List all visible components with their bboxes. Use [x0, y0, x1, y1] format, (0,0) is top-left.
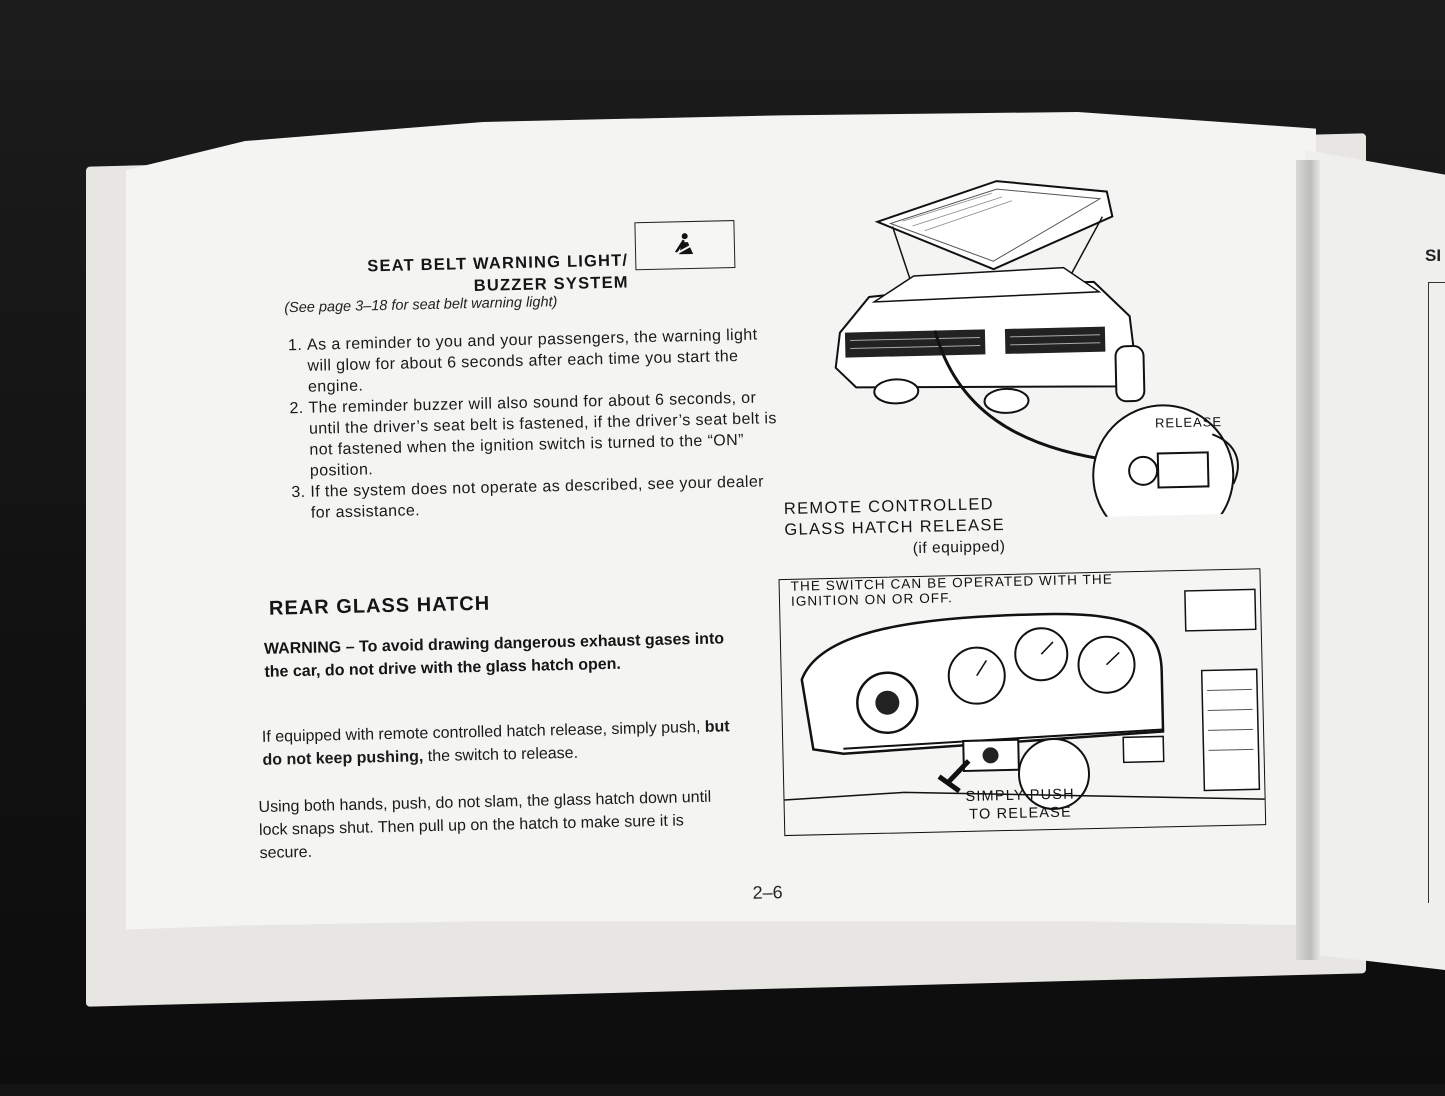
caption-line2: GLASS HATCH RELEASE	[784, 515, 1006, 539]
seat-belt-icon	[674, 233, 695, 256]
right-page-heading-fragment: SI	[1425, 246, 1442, 265]
seat-belt-icon-box	[634, 220, 736, 271]
seat-belt-section-title: SEAT BELT WARNING LIGHT/ BUZZER SYSTEM	[288, 249, 629, 301]
closing-paragraph: Using both hands, push, do not slam, the…	[258, 788, 712, 862]
list-item: As a reminder to you and your passengers…	[307, 324, 778, 398]
car-hatch-illustration	[834, 180, 1239, 524]
right-page-box-fragment	[1428, 282, 1445, 903]
caption-line1: REMOTE CONTROLLED	[783, 495, 995, 518]
list-item: The reminder buzzer will also sound for …	[308, 387, 780, 482]
warning-paragraph: WARNING – To avoid drawing dangerous exh…	[264, 627, 745, 684]
book-gutter	[1296, 160, 1320, 960]
right-page	[1305, 150, 1445, 970]
release-label: RELEASE	[1154, 414, 1223, 431]
push-line2: TO RELEASE	[968, 804, 1073, 823]
remote-release-caption: REMOTE CONTROLLED GLASS HATCH RELEASE (i…	[784, 494, 1006, 562]
push-to-release-label: SIMPLY PUSH TO RELEASE	[965, 785, 1075, 823]
rear-glass-hatch-heading: REAR GLASS HATCH	[268, 592, 491, 620]
seat-belt-instructions: As a reminder to you and your passengers…	[285, 324, 781, 524]
warning-label: WARNING –	[263, 638, 355, 658]
release-text-b: the switch to release.	[427, 744, 579, 766]
dashboard-illustration	[784, 588, 1265, 810]
dashboard-illustration-frame	[778, 568, 1267, 837]
page-number: 2–6	[752, 882, 783, 903]
release-paragraph: If equipped with remote controlled hatch…	[262, 715, 743, 772]
caption-line3: (if equipped)	[912, 537, 1006, 558]
release-text-a: If equipped with remote controlled hatch…	[261, 718, 701, 746]
